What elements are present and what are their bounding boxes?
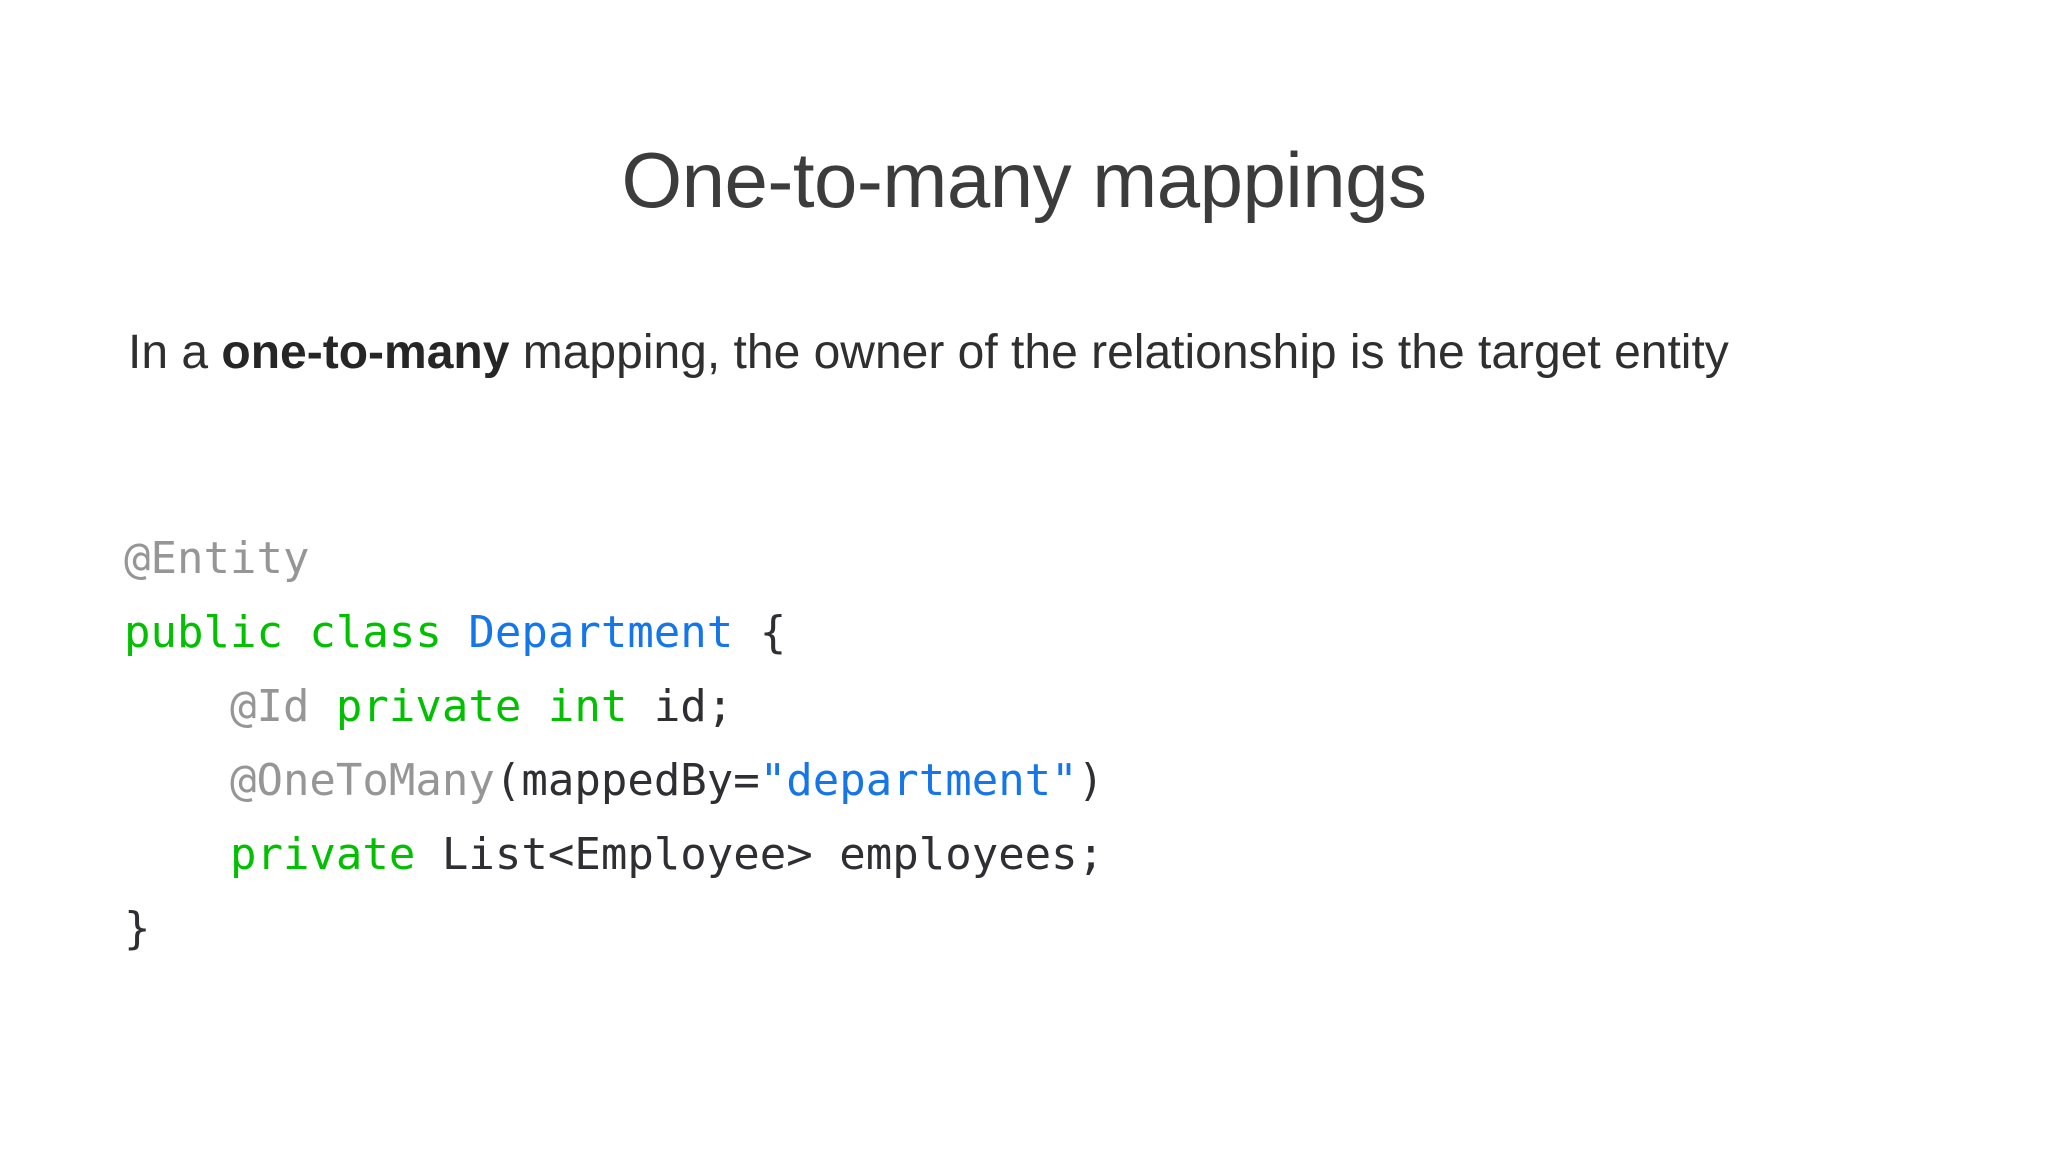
body-paragraph: In a one-to-many mapping, the owner of t… — [128, 320, 1888, 385]
code-line: private List<Employee> employees; — [124, 818, 1104, 892]
code-token-string: "department" — [759, 755, 1078, 806]
code-token-plain: id; — [653, 681, 734, 732]
code-token-type: Department — [468, 607, 734, 658]
code-token-keyword: private int — [335, 681, 654, 732]
code-token-plain: } — [124, 903, 151, 954]
code-line: @Entity — [124, 522, 1104, 596]
code-token-keyword: public class — [124, 607, 469, 658]
code-token-annotation: @Id — [124, 681, 336, 732]
code-snippet: @Entity public class Department { @Id pri… — [124, 522, 1104, 966]
body-tail-text: mapping, the owner of the relationship i… — [509, 326, 1729, 379]
code-token-plain: List<Employee> employees; — [415, 829, 1105, 880]
code-token-plain: ) — [1077, 755, 1105, 806]
code-line: public class Department { — [124, 596, 1104, 670]
code-token-keyword: private — [124, 829, 416, 880]
body-lead-text: In a — [128, 326, 222, 379]
body-emphasis-text: one-to-many — [221, 326, 510, 379]
code-line: @OneToMany(mappedBy="department") — [124, 744, 1104, 818]
code-token-plain: (mappedBy= — [494, 755, 760, 806]
code-token-annotation: @OneToMany — [124, 755, 495, 806]
code-line: } — [124, 892, 1104, 966]
page-title: One-to-many mappings — [621, 136, 1427, 225]
code-line: @Id private int id; — [124, 670, 1104, 744]
code-token-plain: { — [733, 607, 787, 658]
code-token-annotation: @Entity — [124, 533, 310, 584]
